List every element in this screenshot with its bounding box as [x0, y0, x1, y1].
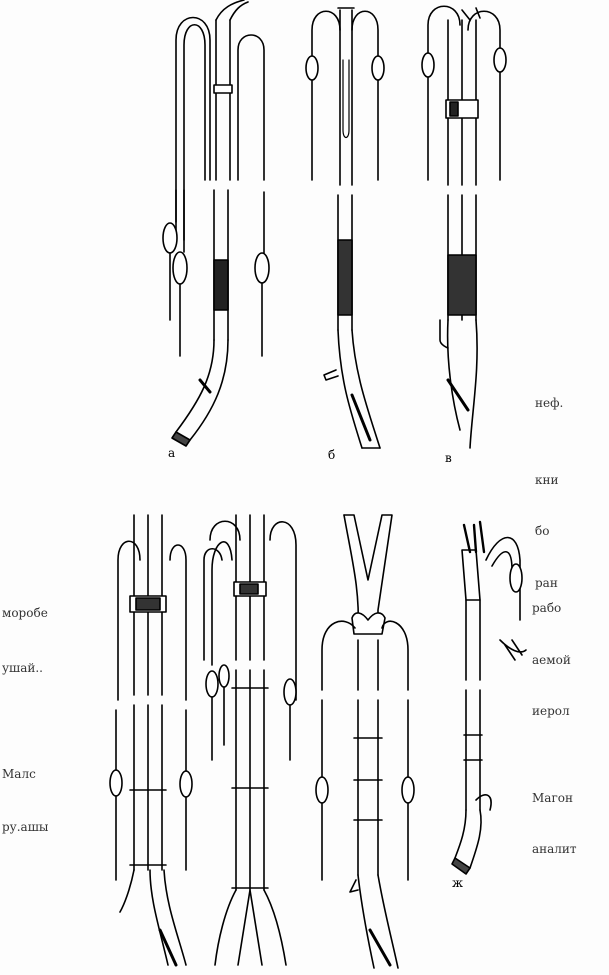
panel-e-drawing	[315, 514, 415, 969]
panel-zh-drawing	[451, 520, 527, 875]
panel-label-a: а	[168, 446, 176, 460]
text-line: ру.ашы	[2, 819, 49, 834]
text-line: неф.	[535, 396, 564, 410]
text-line: аналит	[532, 842, 577, 856]
text-line: ушай..	[2, 660, 43, 675]
panel-g-drawing	[109, 514, 193, 967]
panel-a-drawing	[162, 0, 270, 447]
panel-c-drawing	[421, 5, 507, 449]
text-line: кни	[535, 472, 559, 487]
text-line: ран	[535, 575, 558, 590]
panel-b-drawing	[305, 7, 385, 449]
text-line: Магон	[532, 790, 573, 805]
text-line: аемой	[532, 652, 571, 667]
panel-d-drawing	[203, 514, 297, 966]
background-text-right-bottom: рабо аемой иерол Магон аналит	[532, 570, 577, 889]
text-line: иерол	[532, 704, 570, 718]
panel-label-zh: ж	[452, 876, 464, 890]
panel-label-c: в	[445, 451, 452, 465]
text-line: моробе	[2, 606, 48, 620]
panel-label-b: б	[328, 448, 336, 462]
background-text-left-bottom: моробе ушай.. Малс ру.ашы	[2, 575, 48, 866]
background-text-right-mid: неф. кни бо ран	[535, 365, 563, 622]
text-line: рабо	[532, 601, 562, 615]
text-line: бо	[535, 524, 550, 538]
text-line: Малс	[2, 767, 36, 781]
